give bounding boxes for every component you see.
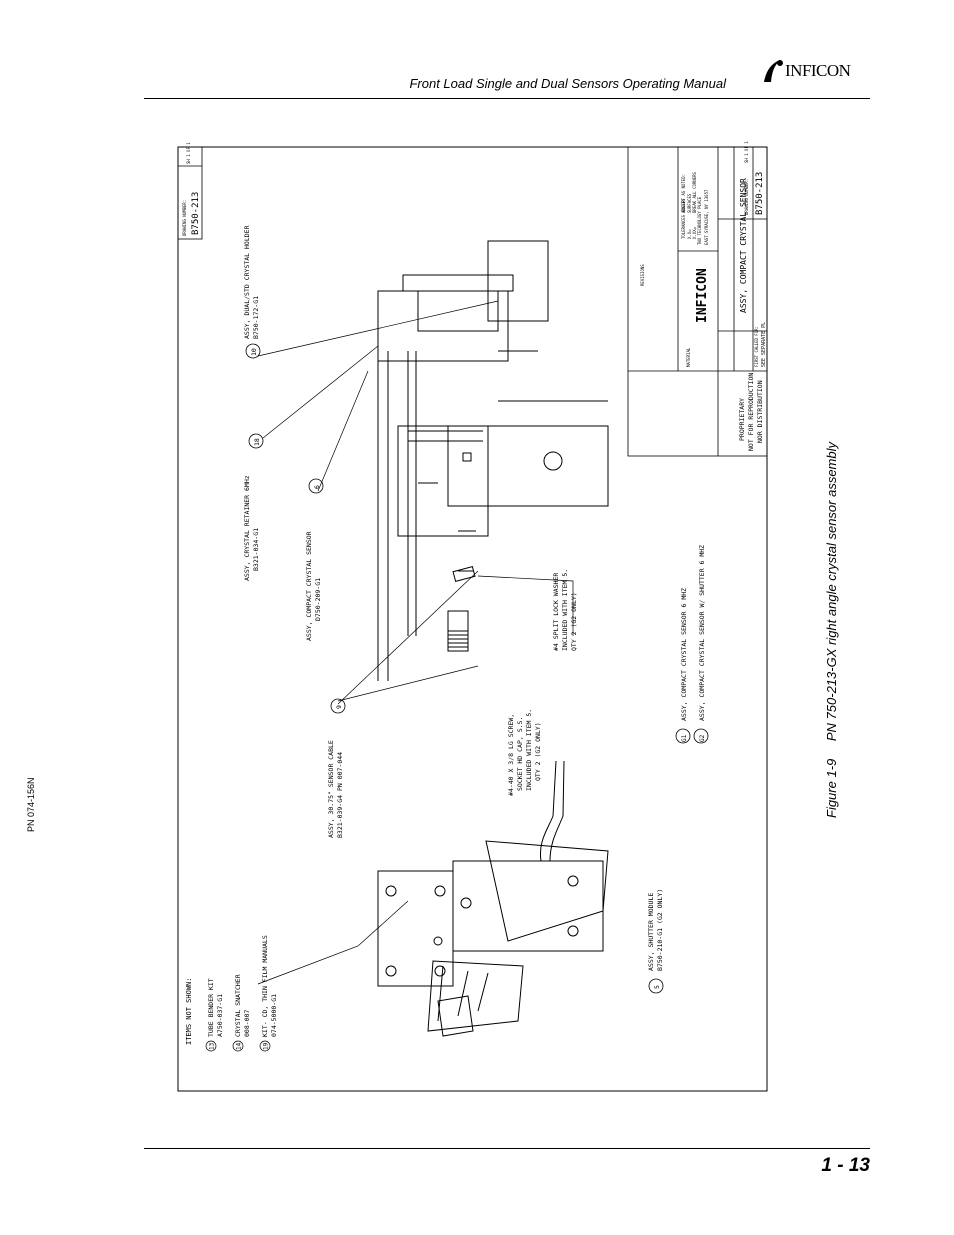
svg-text:G2: G2: [699, 734, 706, 742]
svg-text:ASSY, CRYSTAL RETAINER 6MHz: ASSY, CRYSTAL RETAINER 6MHz: [243, 475, 251, 581]
items-not-shown-heading: ITEMS NOT SHOWN:: [185, 978, 193, 1045]
drawing-number-box-top: DRAWING NUMBER: B750-213 SH 1 OF 1: [177, 142, 203, 240]
screw-part: [447, 565, 476, 652]
svg-text:B750-213: B750-213: [191, 192, 201, 235]
svg-text:ASSY, 30.75" SENSOR CABLE: ASSY, 30.75" SENSOR CABLE: [327, 740, 335, 838]
svg-text:ASSY, COMPACT CRYSTAL SENSOR: ASSY, COMPACT CRYSTAL SENSOR: [739, 178, 748, 313]
svg-text:#4-40 X 3/8 LG SCREW,: #4-40 X 3/8 LG SCREW,: [507, 714, 515, 796]
svg-text:INCLUDED WITH ITEM 5.: INCLUDED WITH ITEM 5.: [525, 709, 533, 791]
svg-text:6: 6: [313, 485, 321, 489]
callout-10: 10 ASSY, DUAL/STD CRYSTAL HOLDER B750-17…: [243, 225, 261, 359]
svg-text:B750-213: B750-213: [755, 172, 765, 215]
title-block-text: PROPRIETARY NOT FOR REPRODUCTION NOR DIS…: [640, 141, 767, 451]
svg-text:ASSY, SHUTTER MODULE: ASSY, SHUTTER MODULE: [647, 893, 655, 971]
svg-text:18: 18: [253, 438, 261, 446]
svg-text:5: 5: [653, 985, 661, 989]
logo-text: INFICON: [785, 61, 851, 80]
svg-text:SOCKET HD CAP, S.S.: SOCKET HD CAP, S.S.: [516, 717, 524, 791]
svg-text:MATERIAL: MATERIAL: [686, 347, 691, 367]
svg-text:FIRST CALLED FOR:: FIRST CALLED FOR:: [754, 326, 759, 367]
item-14-pn: 008-007: [243, 1010, 251, 1037]
item-13-name: TUBE BENDER KIT: [207, 978, 215, 1037]
svg-text:ASSY, COMPACT CRYSTAL SENSOR W: ASSY, COMPACT CRYSTAL SENSOR W/ SHUTTER …: [698, 545, 706, 721]
svg-text:G1: G1: [681, 734, 688, 742]
svg-text:ANGLES: ANGLES: [681, 198, 686, 213]
svg-text:B750-172-G1: B750-172-G1: [252, 296, 260, 339]
items-not-shown-list: 13 TUBE BENDER KIT A750-037-G1 14 CRYSTA…: [205, 935, 278, 1052]
svg-text:ASSY, DUAL/STD CRYSTAL HOLDER: ASSY, DUAL/STD CRYSTAL HOLDER: [243, 225, 251, 339]
group-notes: G1 ASSY, COMPACT CRYSTAL SENSOR 6 MHZ G2…: [675, 545, 709, 744]
svg-text:#4 SPLIT LOCK WASHER: #4 SPLIT LOCK WASHER: [552, 573, 560, 651]
svg-text:PROPRIETARY: PROPRIETARY: [738, 398, 746, 441]
svg-text:QTY 2 (G2 ONLY): QTY 2 (G2 ONLY): [534, 722, 542, 781]
item-14-num: 14: [236, 1042, 243, 1050]
inficon-swoosh-icon: [764, 60, 783, 82]
inficon-logo: [760, 58, 872, 86]
sensor-cable-part: [377, 351, 417, 681]
svg-text:INCLUDED WITH ITEM 5.: INCLUDED WITH ITEM 5.: [561, 569, 569, 651]
svg-text:TOLERANCES EXCEPT AS NOTED:: TOLERANCES EXCEPT AS NOTED:: [681, 174, 686, 239]
svg-text:NOT FOR REPRODUCTION: NOT FOR REPRODUCTION: [747, 373, 755, 451]
svg-text:SEE SEPARATE PL: SEE SEPARATE PL: [761, 322, 767, 367]
svg-text:TWO TECHNOLOGY PLACE: TWO TECHNOLOGY PLACE: [697, 196, 702, 245]
svg-text:REVISIONS: REVISIONS: [640, 264, 645, 286]
header-title: Front Load Single and Dual Sensors Opera…: [409, 76, 726, 91]
svg-text:X.XX=: X.XX=: [692, 226, 697, 239]
item-19-pn: 074-5000-G1: [270, 994, 278, 1037]
item-14-name: CRYSTAL SNATCHER: [234, 974, 242, 1037]
svg-text:10: 10: [250, 348, 258, 356]
svg-text:NOR DISTRIBUTION: NOR DISTRIBUTION: [756, 380, 764, 443]
sensor-body-part: [377, 240, 609, 572]
svg-text:EAST SYRACUSE, NY 13057: EAST SYRACUSE, NY 13057: [704, 189, 709, 245]
svg-text:9: 9: [335, 705, 343, 709]
svg-text:DRAWING NUMBER:: DRAWING NUMBER:: [182, 200, 187, 236]
svg-text:INFICON: INFICON: [695, 268, 710, 323]
item-19-name: KIT- CD, THIN FILM MANUALS: [261, 935, 269, 1037]
screw-note: #4-40 X 3/8 LG SCREW, SOCKET HD CAP, S.S…: [507, 709, 542, 796]
header-rule: [144, 98, 870, 99]
svg-text:D750-209-G1: D750-209-G1: [314, 578, 322, 621]
svg-text:DRAWING NUMBER:: DRAWING NUMBER:: [744, 179, 749, 215]
callout-9: 9 ASSY, 30.75" SENSOR CABLE B321-039-G4 …: [327, 698, 346, 838]
leader-lines: [257, 300, 574, 985]
callout-18: 18 ASSY, CRYSTAL RETAINER 6MHz B321-034-…: [243, 433, 264, 581]
svg-text:B321-039-G4 PN 007-044: B321-039-G4 PN 007-044: [336, 752, 344, 838]
svg-text:SH 1 OF 1: SH 1 OF 1: [186, 142, 191, 164]
washer-note: #4 SPLIT LOCK WASHER INCLUDED WITH ITEM …: [552, 569, 578, 651]
svg-text:X.X=: X.X=: [687, 229, 692, 239]
svg-text:ASSY, COMPACT CRYSTAL SENSOR: ASSY, COMPACT CRYSTAL SENSOR: [305, 531, 313, 641]
footer-rule: [144, 1148, 870, 1149]
svg-text:B321-034-G1: B321-034-G1: [252, 528, 260, 571]
page-number: 1 - 13: [821, 1155, 870, 1176]
drawing-frame: [177, 146, 768, 1092]
item-19-num: 19: [263, 1042, 270, 1050]
callout-5: 5 ASSY, SHUTTER MODULE B750-210-G1 (G2 O…: [647, 889, 664, 994]
svg-text:SH 1 OF 1: SH 1 OF 1: [744, 141, 749, 163]
shutter-module-part: [377, 760, 609, 1037]
svg-text:QTY 2 (G2 ONLY): QTY 2 (G2 ONLY): [570, 592, 578, 651]
item-13-pn: A750-037-G1: [216, 994, 224, 1037]
svg-text:BREAK ALL CORNERS: BREAK ALL CORNERS: [692, 171, 697, 213]
item-13-num: 13: [209, 1042, 216, 1050]
svg-text:B750-210-G1 (G2 ONLY): B750-210-G1 (G2 ONLY): [656, 889, 664, 971]
callout-6: 6 ASSY, COMPACT CRYSTAL SENSOR D750-209-…: [305, 478, 324, 641]
svg-text:SURFACES: SURFACES: [687, 193, 692, 213]
svg-text:ASSY, COMPACT CRYSTAL SENSOR: ASSY, COMPACT CRYSTAL SENSOR 6 MHZ: [680, 588, 688, 721]
title-block: [627, 146, 768, 457]
